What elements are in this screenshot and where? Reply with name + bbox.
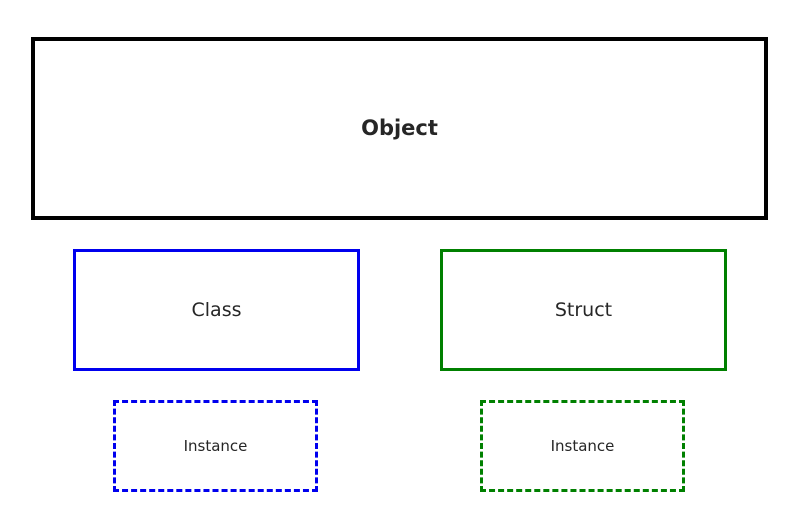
object-box: Object bbox=[31, 37, 768, 220]
class-box-label: Class bbox=[191, 298, 242, 321]
struct-instance-box: Instance bbox=[480, 400, 685, 492]
class-instance-box: Instance bbox=[113, 400, 318, 492]
struct-box-label: Struct bbox=[554, 298, 613, 321]
struct-box: Struct bbox=[440, 249, 727, 371]
class-box: Class bbox=[73, 249, 360, 371]
class-instance-box-label: Instance bbox=[183, 436, 248, 455]
struct-instance-box-label: Instance bbox=[550, 436, 615, 455]
object-box-label: Object bbox=[361, 116, 438, 140]
